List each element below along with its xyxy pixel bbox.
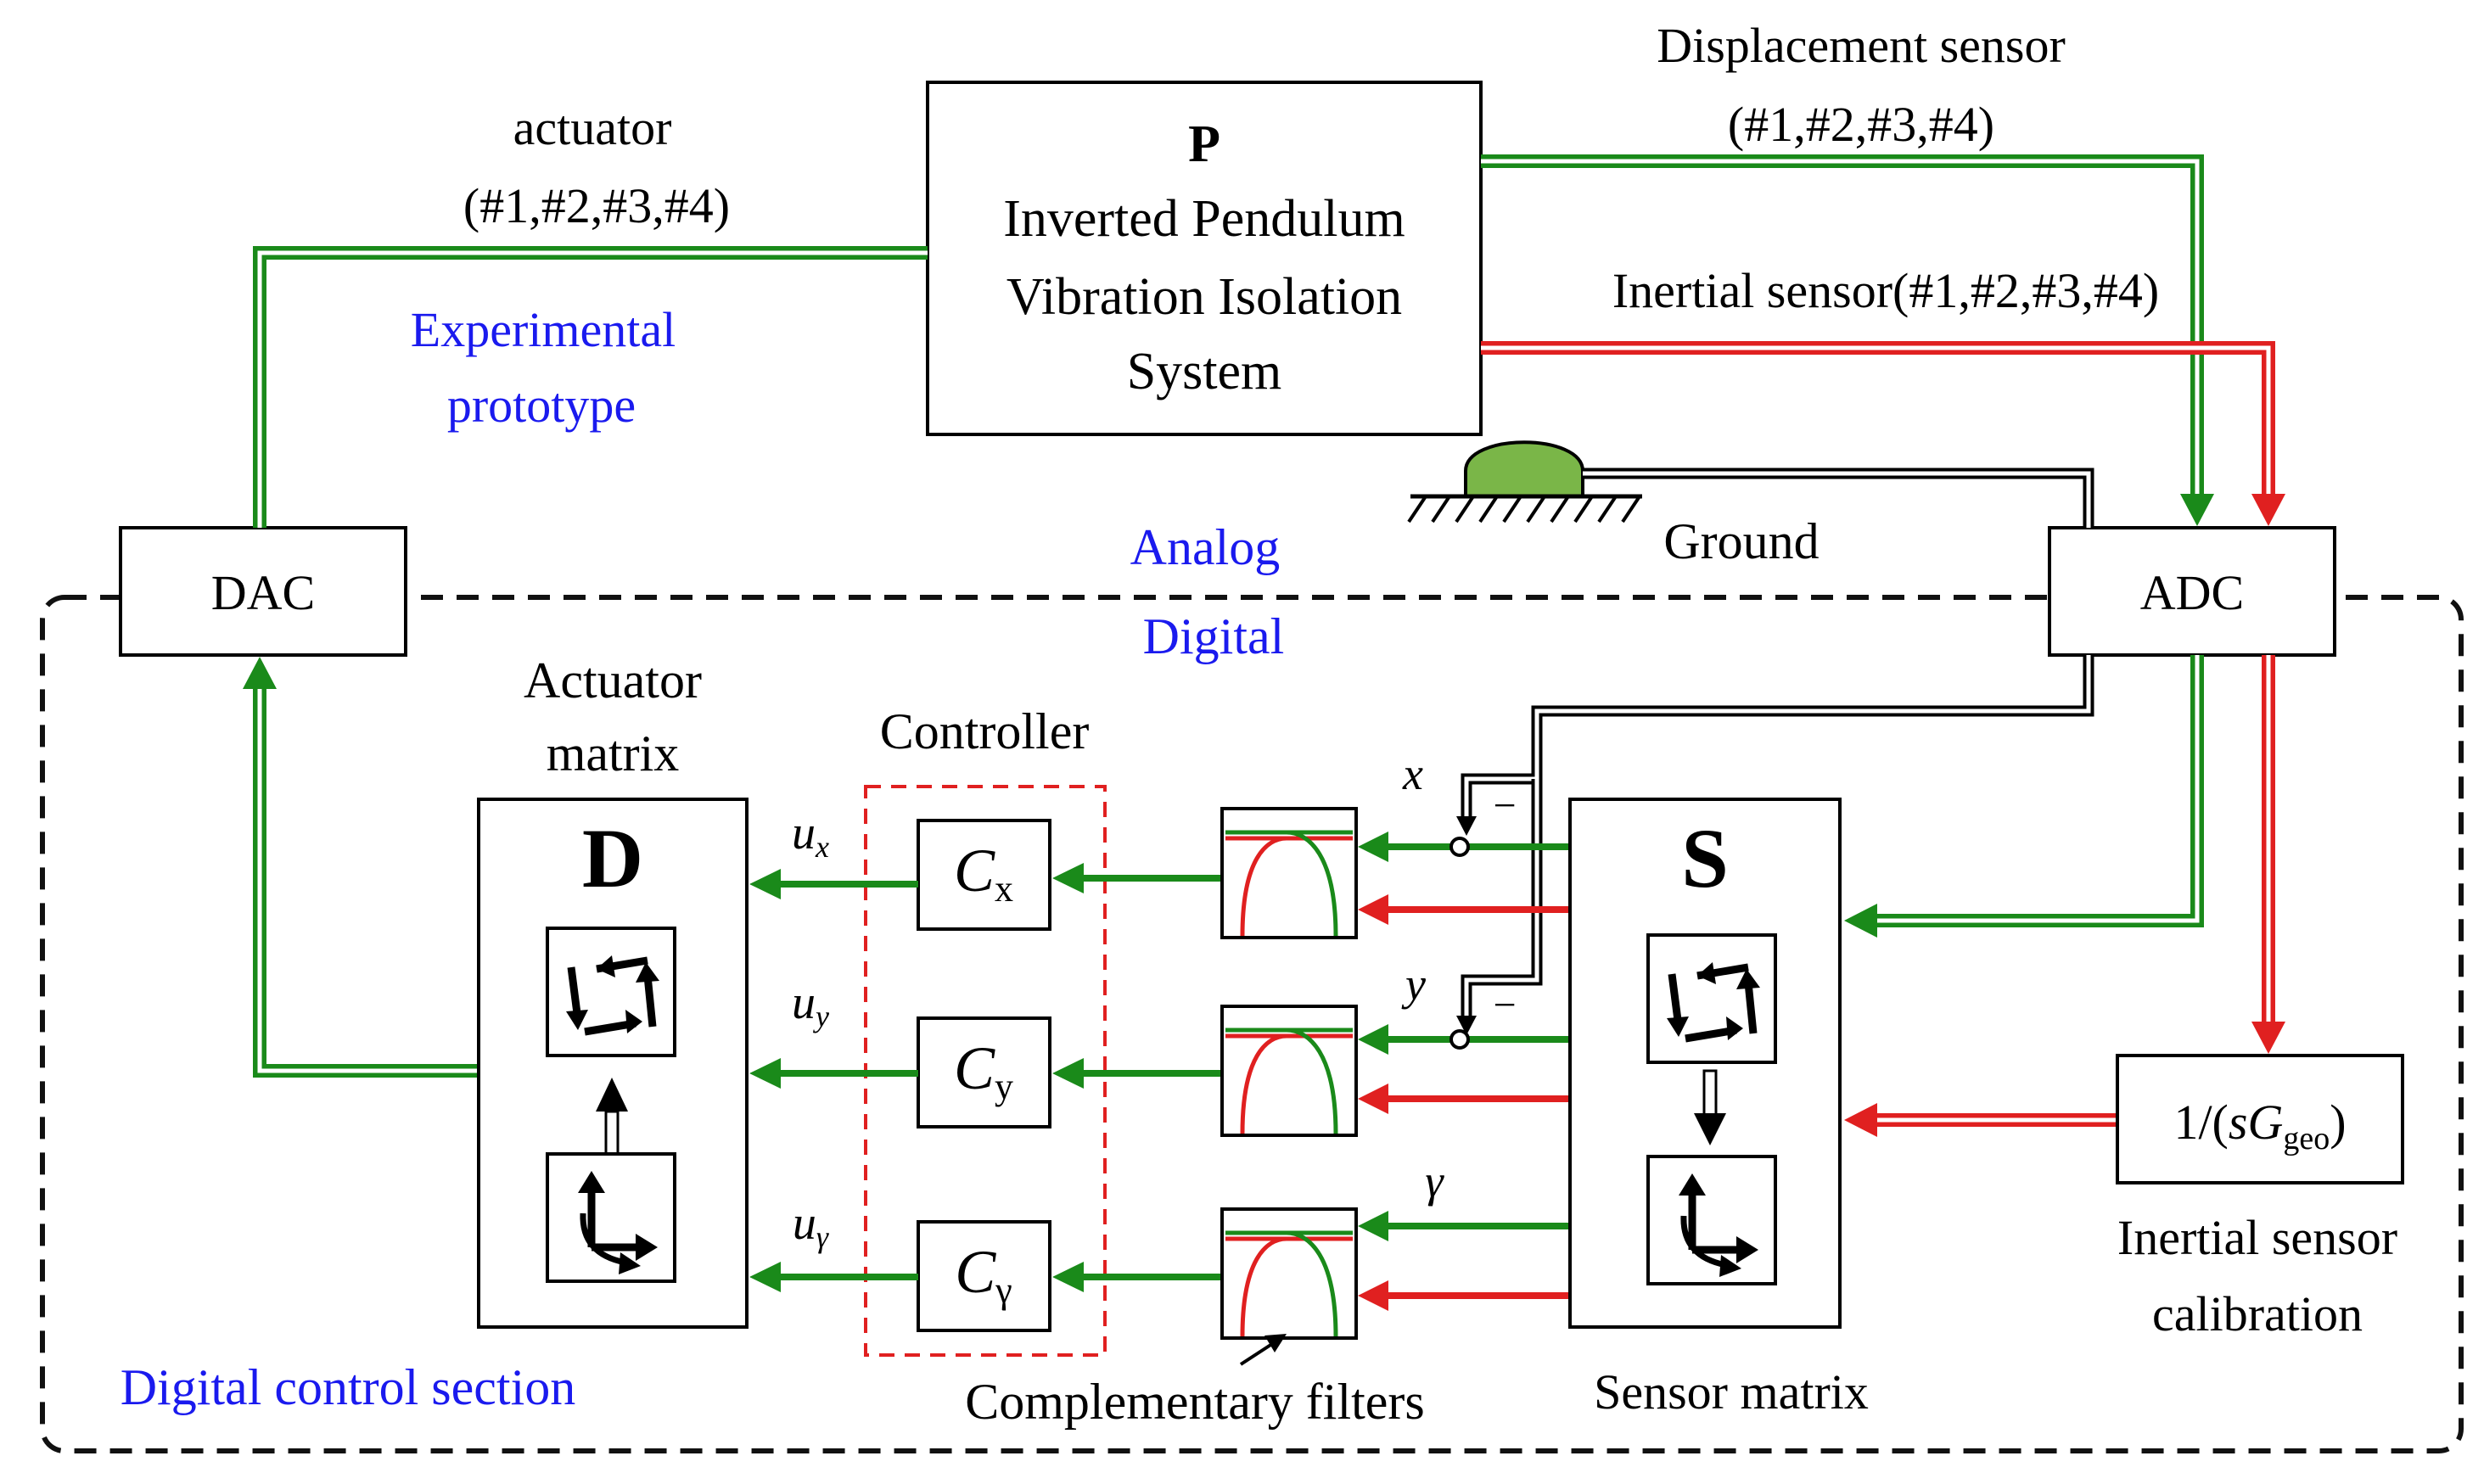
minus-sign-x: − — [1493, 783, 1516, 828]
filter-output-arrowheads — [1052, 863, 1084, 1292]
summing-point-y — [1449, 1029, 1470, 1050]
complementary-filter-y — [1222, 1006, 1356, 1135]
actuator-signal-line — [253, 246, 928, 528]
s-red-outputs — [1368, 906, 1570, 1299]
actuator-channels-label: (#1,#2,#3,#4) — [463, 178, 730, 233]
calibration-label-2: calibration — [2152, 1286, 2363, 1341]
controller-output-lines — [779, 881, 918, 1280]
controller-output-arrowheads — [749, 869, 781, 1292]
minus-sign-y: − — [1493, 983, 1516, 1028]
adc-label: ADC — [2140, 565, 2244, 620]
sensor-matrix-label: Sensor matrix — [1594, 1364, 1869, 1420]
plant-line1: Inverted Pendulum — [1003, 190, 1405, 248]
signal-uy: uy — [792, 977, 829, 1033]
actuator-label: actuator — [513, 100, 672, 155]
calibration-label-1: Inertial sensor — [2117, 1210, 2397, 1265]
calibration-transfer-function: 1/(sGgeo) — [2173, 1095, 2346, 1156]
s-red-arrowheads — [1358, 894, 1388, 1311]
controller-label: Controller — [880, 703, 1090, 759]
complementary-filters-label: Complementary filters — [965, 1374, 1425, 1430]
ground-label: Ground — [1663, 513, 1819, 569]
d-to-dac-line — [243, 657, 479, 1078]
d-xy-icon — [547, 1154, 675, 1281]
digital-section-boundary — [40, 595, 2464, 1453]
ground-symbol — [1407, 440, 1642, 524]
actuator-matrix-label-1: Actuator — [524, 652, 702, 708]
ground-to-summing-lines — [1456, 655, 2094, 1035]
inertial-signal-line — [1481, 341, 2285, 526]
experimental-label: Experimental — [411, 302, 676, 357]
svg-text:Cγ: Cγ — [955, 1238, 1012, 1311]
ground-reference-line — [1583, 468, 2094, 528]
complementary-filter-x — [1222, 809, 1356, 938]
signal-ugamma: uγ — [793, 1197, 829, 1254]
displacement-signal-line — [1481, 154, 2214, 526]
digital-label: Digital — [1143, 608, 1285, 664]
plant-line3: System — [1127, 343, 1282, 400]
inertial-calibration-block — [2116, 1054, 2404, 1184]
signal-x: x — [1402, 748, 1423, 799]
sensor-matrix-letter: S — [1681, 811, 1729, 905]
prototype-label: prototype — [447, 378, 636, 433]
adc-block — [2048, 526, 2336, 657]
adc-to-calibration — [2251, 655, 2285, 1054]
signal-ux: ux — [792, 807, 829, 864]
actuator-matrix-block — [477, 798, 749, 1329]
complementary-filter-gamma — [1222, 1209, 1356, 1338]
s-xy-icon — [1648, 1156, 1775, 1284]
digital-control-section-label: Digital control section — [121, 1359, 576, 1415]
actuator-matrix-label-2: matrix — [547, 725, 680, 781]
s-green-arrowheads — [1358, 832, 1388, 1241]
d-rotation-icon — [547, 928, 675, 1056]
controller-cgamma: Cγ — [917, 1220, 1051, 1332]
plant-block — [926, 81, 1483, 436]
s-down-arrow-icon — [1694, 1069, 1726, 1145]
displacement-sensor-label: Displacement sensor — [1657, 18, 2066, 73]
svg-text:Cx: Cx — [954, 837, 1013, 910]
filter-output-lines — [1082, 875, 1222, 1280]
inertial-sensor-label: Inertial sensor(#1,#2,#3,#4) — [1612, 263, 2159, 318]
displacement-channels-label: (#1,#2,#3,#4) — [1728, 97, 1994, 152]
plant-letter: P — [1188, 115, 1220, 173]
actuator-matrix-letter: D — [582, 811, 643, 905]
controller-cx: Cx — [917, 819, 1051, 931]
dac-label: DAC — [211, 565, 315, 620]
signal-gamma: γ — [1425, 1156, 1444, 1207]
summing-point-x — [1449, 837, 1470, 857]
signal-y: y — [1401, 959, 1426, 1010]
s-rotation-icon — [1648, 935, 1775, 1062]
analog-label: Analog — [1130, 519, 1281, 575]
complementary-filters-pointer — [1239, 1334, 1287, 1366]
plant-line2: Vibration Isolation — [1006, 268, 1402, 326]
adc-to-s-displacement — [1844, 655, 2204, 938]
svg-text:Cy: Cy — [954, 1034, 1013, 1107]
controller-cy: Cy — [917, 1016, 1051, 1128]
calibration-to-s — [1844, 1103, 2117, 1137]
